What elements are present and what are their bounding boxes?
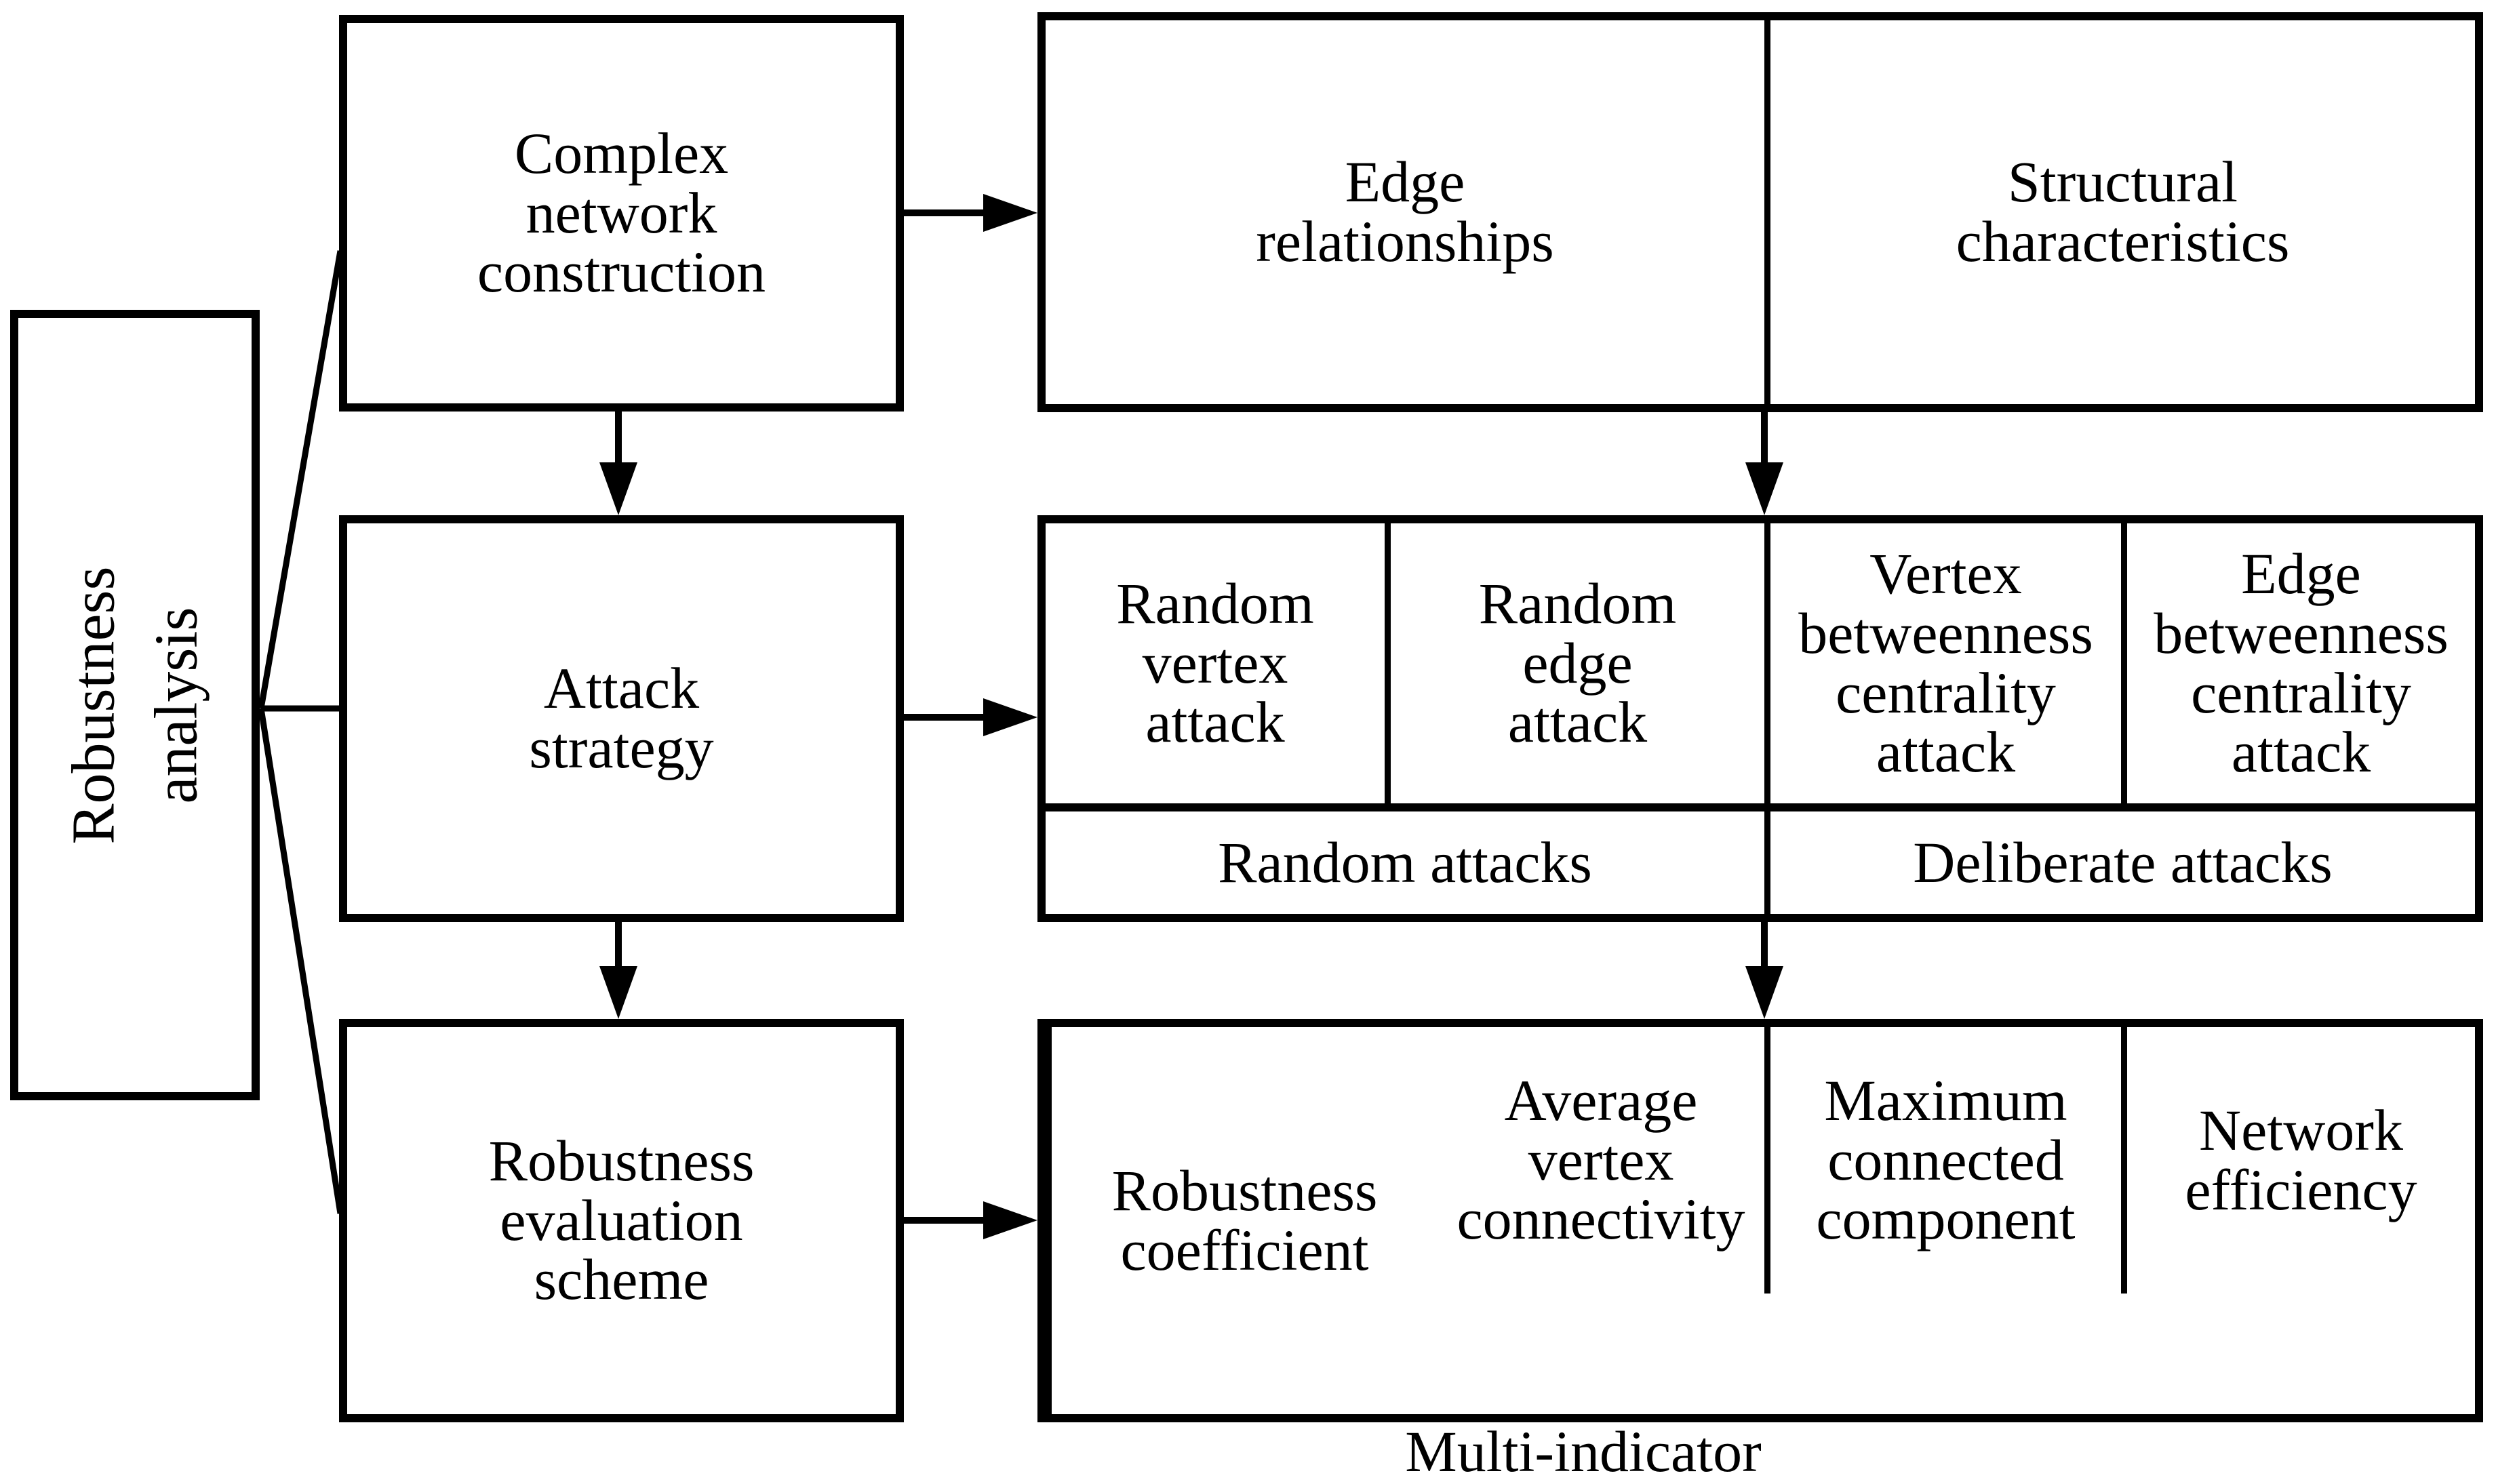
cell-edge-betweenness-centrality-attack: Edge betweenness centrality attack [2121,523,2475,803]
cell-vertex-betweenness-centrality-attack: Vertex betweenness centrality attack [1764,523,2121,803]
maximum-connected-component-label: Maximum connected component [1816,1067,2076,1252]
cell-multi-indicator-group: Multi-indicator [1046,1414,2121,1482]
arrow-evaluation-to-indicators [904,1201,1037,1239]
table-construction-outputs: Edge relationships Structural characteri… [1037,12,2483,412]
fan-line-to-construction [258,250,344,709]
cell-average-vertex-connectivity: Average vertex connectivity [1438,1027,1764,1294]
structural-characteristics-label: Structural characteristics [1956,149,2290,274]
deliberate-attacks-label: Deliberate attacks [1913,829,2333,895]
edge-betweenness-centrality-attack-label: Edge betweenness centrality attack [2154,541,2449,785]
random-edge-attack-label: Random edge attack [1478,570,1677,755]
cell-structural-characteristics: Structural characteristics [1764,20,2475,404]
cell-random-attacks-group: Random attacks [1046,803,1764,914]
fan-line-to-evaluation [258,708,344,1214]
box-complex-network-construction: Complex network construction [339,15,904,412]
table-evaluation-indicators: Average vertex connectivity Maximum conn… [1037,1019,2483,1481]
cell-network-efficiency: Network efficiency [2121,1027,2475,1294]
network-efficiency-label: Network efficiency [2185,1097,2417,1222]
arrow-methods-to-indicators [1745,921,1783,1019]
arrow-construction-to-outputs [904,194,1037,232]
cell-random-edge-attack: Random edge attack [1385,523,1764,803]
average-vertex-connectivity-label: Average vertex connectivity [1457,1067,1745,1252]
multi-indicator-label: Multi-indicator [1405,1419,1762,1484]
arrow-structural-to-methods [1745,411,1783,515]
diagram-canvas: Robustness analysis Complex network cons… [10,12,2483,1481]
table-attack-methods: Random vertex attack Random edge attack … [1037,515,2483,922]
cell-maximum-connected-component: Maximum connected component [1764,1027,2121,1294]
cell-robustness-coefficient: Robustness coefficient [1046,1027,1438,1414]
edge-relationships-label: Edge relationships [1256,149,1554,274]
attack-strategy-label: Attack strategy [529,656,714,780]
box-robustness-analysis: Robustness analysis [10,310,260,1100]
arrow-attack-to-methods [904,698,1037,736]
cell-random-vertex-attack: Random vertex attack [1046,523,1385,803]
random-attacks-label: Random attacks [1218,829,1592,895]
arrow-attack-to-evaluation [599,921,637,1019]
random-vertex-attack-label: Random vertex attack [1116,570,1314,755]
robustness-coefficient-label: Robustness coefficient [1111,1157,1378,1283]
arrow-construction-to-attack [599,410,637,515]
box-robustness-evaluation-scheme: Robustness evaluation scheme [339,1019,904,1422]
robustness-evaluation-scheme-label: Robustness evaluation scheme [488,1127,755,1312]
vertex-betweenness-centrality-attack-label: Vertex betweenness centrality attack [1798,541,2093,785]
robustness-analysis-label: Robustness analysis [60,565,210,845]
cell-deliberate-attacks-group: Deliberate attacks [1764,803,2475,914]
box-attack-strategy: Attack strategy [339,515,904,922]
cell-edge-relationships: Edge relationships [1046,20,1764,404]
complex-network-construction-label: Complex network construction [477,120,766,305]
